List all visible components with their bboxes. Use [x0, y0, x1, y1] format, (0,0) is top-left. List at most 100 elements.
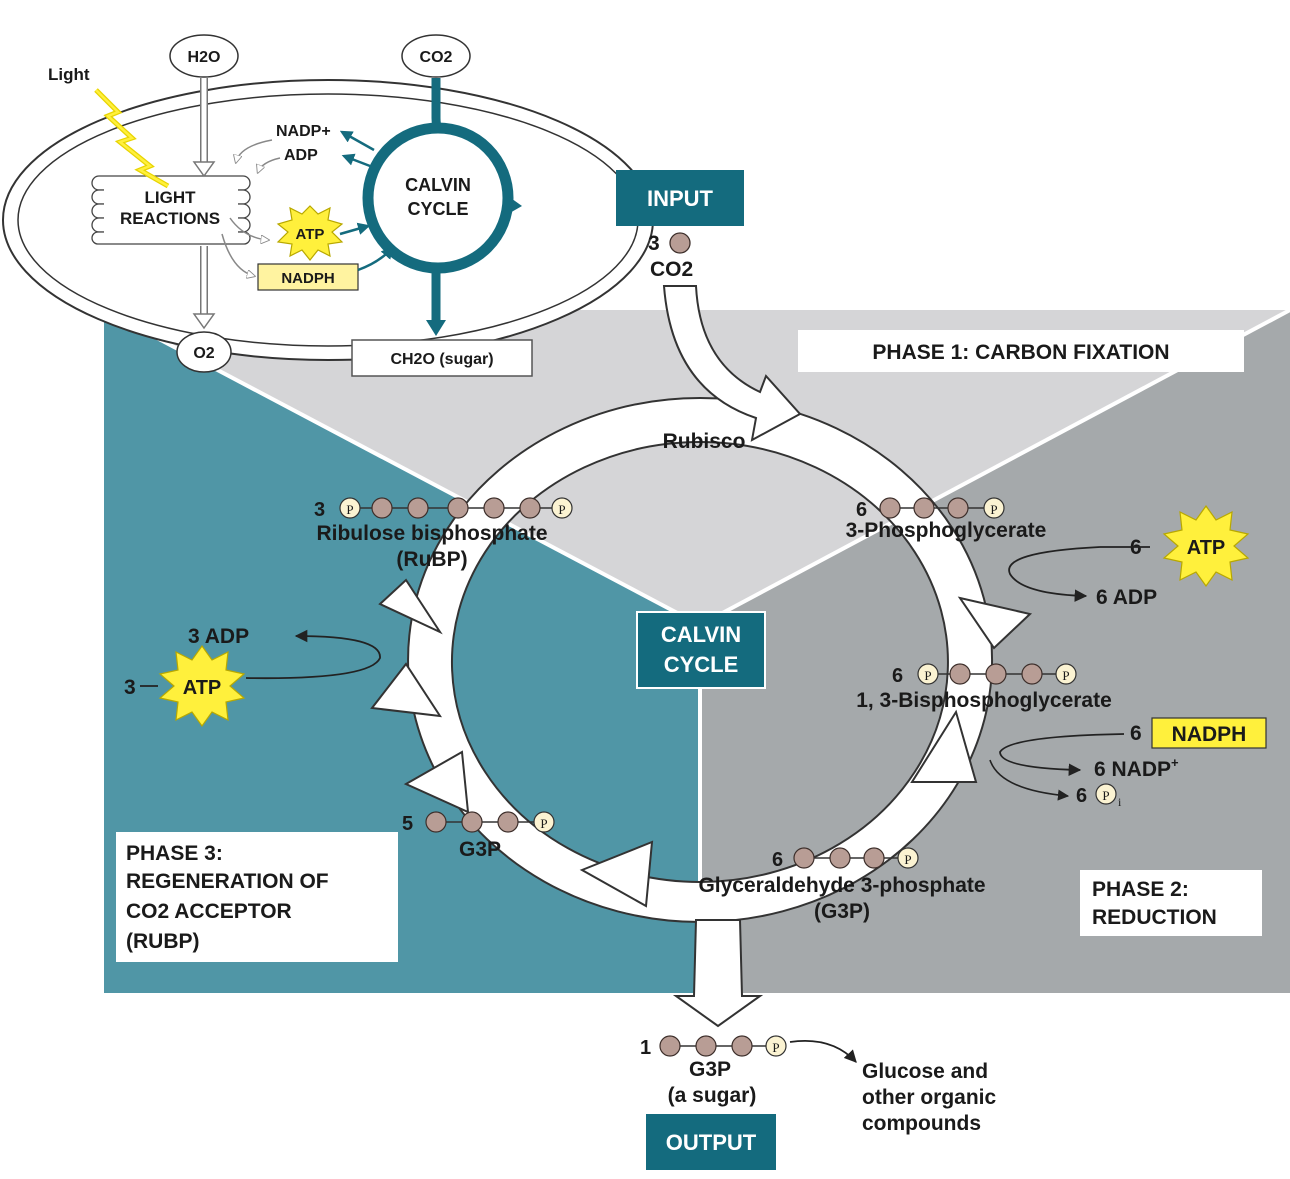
sugar-label: CH2O (sugar) — [390, 351, 493, 368]
mini-nadph-box — [257, 263, 359, 291]
carbon-ball-icon — [425, 811, 447, 833]
nadp6-label: 6 NADP+ — [1094, 755, 1179, 781]
atp6-star-icon — [1162, 504, 1250, 588]
svg-text:P: P — [540, 816, 547, 831]
products-line-2: other organic — [862, 1086, 997, 1109]
nadph6-label: NADPH — [1172, 723, 1247, 746]
chloroplast-overview: LIGHT REACTIONS Light H2O O2 CO2 CALVIN … — [2, 34, 654, 377]
mini-nadph-label: NADPH — [281, 270, 334, 287]
output-count: 1 — [640, 1037, 651, 1059]
carbon-ball-icon — [985, 663, 1007, 685]
phase2-label-2: REDUCTION — [1092, 906, 1217, 929]
o2-bubble — [176, 331, 232, 373]
adp3-label: 3 ADP — [188, 625, 249, 648]
mini-atp-label: ATP — [296, 226, 325, 243]
atp3-label: ATP — [183, 677, 222, 699]
output-g3p: G3P — [689, 1058, 731, 1081]
input-arrow — [662, 285, 802, 442]
phosphate-icon — [917, 663, 939, 685]
g3p5-molecule: 5 P G3P — [402, 811, 555, 861]
carbon-ball-icon — [461, 811, 483, 833]
input-carbon-ball — [669, 232, 691, 254]
atp3-star-icon — [158, 644, 246, 728]
phase2-label-group: PHASE 2: REDUCTION — [1080, 870, 1262, 936]
h2o-label: H2O — [188, 49, 221, 66]
phase3-label-2: REGENERATION OF — [126, 870, 329, 893]
svg-text:P: P — [924, 668, 931, 683]
center-badge-label-1: CALVIN — [661, 622, 741, 647]
rubp-count: 3 — [314, 499, 325, 521]
svg-text:P: P — [1102, 788, 1109, 803]
pga-name: 3-Phosphoglycerate — [846, 519, 1047, 542]
carbon-ball-icon — [695, 1035, 717, 1057]
phase1-label: PHASE 1: CARBON FIXATION — [872, 341, 1169, 364]
rubp-molecule: 3 P P Ribulose bisphosphate (RuBP) — [314, 497, 573, 571]
phosphate-icon — [533, 811, 555, 833]
atp3-count: 3 — [124, 676, 136, 699]
mini-calvin-ring — [362, 122, 514, 274]
g3p5-count: 5 — [402, 813, 413, 835]
carbon-ball-icon — [731, 1035, 753, 1057]
thylakoid-stack: LIGHT REACTIONS — [91, 175, 251, 245]
carbon-ball-icon — [793, 847, 815, 869]
h2o-bubble — [169, 34, 239, 78]
output-arrow — [672, 919, 764, 1028]
adp-label: ADP — [284, 147, 318, 164]
carbon-ball-icon — [497, 811, 519, 833]
products-line-3: compounds — [862, 1112, 981, 1135]
carbon-ball-icon — [879, 497, 901, 519]
carbon-ball-icon — [447, 497, 469, 519]
light-bolt-icon — [94, 88, 170, 189]
carbon-ball-icon — [949, 663, 971, 685]
phosphate-icon — [551, 497, 573, 519]
phase1-label-group: PHASE 1: CARBON FIXATION — [798, 330, 1244, 372]
nadp-plus-label: NADP+ — [276, 123, 331, 140]
phosphate-icon — [765, 1035, 787, 1057]
carbon-ball-icon — [829, 847, 851, 869]
phase2-panel — [700, 310, 1290, 993]
input-count: 3 — [648, 232, 660, 255]
adp6-label: 6 ADP — [1096, 586, 1157, 609]
atp6-group: 6 ATP 6 ADP — [1008, 504, 1250, 609]
g3p6-name: Glyceraldehyde 3-phosphate — [698, 874, 985, 897]
phosphate-icon — [1095, 783, 1117, 805]
rubisco-label: Rubisco — [663, 430, 746, 453]
svg-text:P: P — [558, 502, 565, 517]
pi-subscript: i — [1118, 795, 1122, 809]
o2-label: O2 — [193, 345, 214, 362]
carbon-ball-icon — [519, 497, 541, 519]
center-badge-group: CALVIN CYCLE — [636, 611, 766, 689]
phase1-panel — [104, 310, 1290, 625]
phase2-label-1: PHASE 2: — [1092, 878, 1189, 901]
carbon-ball-icon — [483, 497, 505, 519]
input-badge — [616, 170, 744, 226]
pi6-count: 6 — [1076, 785, 1087, 807]
light-reactions-label-2: REACTIONS — [120, 209, 220, 228]
phase3-label-1: PHASE 3: — [126, 842, 223, 865]
pga-count: 6 — [856, 499, 867, 521]
rubp-abbr: (RuBP) — [396, 548, 467, 571]
carbon-ball-icon — [371, 497, 393, 519]
rubp-name: Ribulose bisphosphate — [316, 522, 547, 545]
g3p5-name: G3P — [459, 838, 501, 861]
nadph6-count: 6 — [1130, 722, 1142, 745]
g3p6-abbr: (G3P) — [814, 900, 870, 923]
carbon-ball-icon — [863, 847, 885, 869]
input-molecule: CO2 — [650, 258, 693, 281]
carbon-ball-icon — [947, 497, 969, 519]
output-badge-label: OUTPUT — [666, 1130, 757, 1155]
bpg-count: 6 — [892, 665, 903, 687]
cycle-ring — [370, 285, 1033, 1028]
products-line-1: Glucose and — [862, 1060, 988, 1083]
input-badge-label: INPUT — [647, 186, 714, 211]
phase3-label-3: CO2 ACCEPTOR — [126, 900, 292, 923]
carbon-ball-icon — [659, 1035, 681, 1057]
atp3-group: 3 ATP 3 ADP — [124, 625, 381, 728]
svg-text:P: P — [990, 502, 997, 517]
svg-text:P: P — [346, 502, 353, 517]
mini-calvin-label-2: CYCLE — [407, 199, 468, 219]
atp6-label: ATP — [1187, 537, 1226, 559]
phosphate-icon — [1055, 663, 1077, 685]
light-label: Light — [48, 65, 90, 84]
